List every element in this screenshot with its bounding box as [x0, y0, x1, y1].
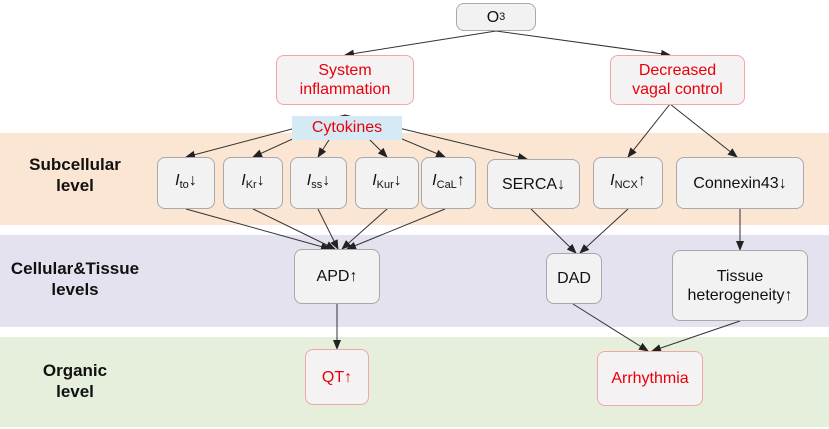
- arrhythmia-node: Arrhythmia: [597, 351, 703, 406]
- ical-node: ICaL↑: [421, 157, 476, 209]
- arrow-tissue-to-arrhythmia: [651, 320, 741, 352]
- cellular-label-line2: levels: [51, 280, 99, 299]
- incx-subscript: NCX: [614, 179, 638, 191]
- ical-arrow: ↑: [456, 172, 465, 189]
- arrow-ical-to-apd: [346, 208, 446, 250]
- organic-label-line2: level: [56, 382, 94, 401]
- ikr-arrow: ↓: [256, 172, 265, 189]
- apd-node: APD↑: [294, 249, 380, 304]
- subcellular-level-label: Subcellular level: [0, 154, 150, 196]
- arrow-o3-to-inflammation: [344, 30, 497, 58]
- ito-arrow: ↓: [188, 172, 197, 189]
- ito-node: Ito↓: [157, 157, 215, 209]
- tissue-line1: Tissue: [716, 267, 764, 285]
- vagal-line1: Decreased: [638, 62, 717, 79]
- arrow-serca-to-dad: [530, 208, 577, 254]
- subcellular-label-line2: level: [56, 176, 94, 195]
- arrow-ito-to-apd: [185, 208, 331, 251]
- serca-node: SERCA↓: [487, 159, 580, 209]
- incx-symbol: I: [610, 172, 615, 189]
- arrow-ikr-to-apd: [252, 208, 336, 250]
- ikur-subscript: Kur: [376, 179, 394, 191]
- incx-node: INCX↑: [593, 157, 663, 209]
- qt-node: QT↑: [305, 349, 369, 405]
- inflammation-line1: System: [318, 62, 372, 79]
- o3-subscript: 3: [499, 10, 506, 23]
- inflammation-line2: inflammation: [299, 81, 391, 98]
- cytokines-label: Cytokines: [292, 116, 402, 140]
- o3-label: O: [486, 8, 500, 26]
- arrow-vagal-to-incx: [627, 103, 671, 158]
- system-inflammation-node: System inflammation: [276, 55, 414, 105]
- incx-arrow: ↑: [637, 172, 646, 189]
- ikur-symbol: I: [372, 172, 377, 189]
- arrow-ikur-to-apd: [341, 208, 388, 250]
- arrow-incx-to-dad: [579, 208, 629, 254]
- tissue-line2: heterogeneity↑: [687, 286, 793, 304]
- subcellular-label-line1: Subcellular: [29, 155, 121, 174]
- organic-level-label: Organic level: [0, 360, 150, 402]
- arrow-vagal-to-connexin: [669, 103, 738, 158]
- connexin43-node: Connexin43↓: [676, 157, 804, 209]
- iss-symbol: I: [306, 172, 312, 189]
- decreased-vagal-control-node: Decreased vagal control: [610, 55, 745, 105]
- ical-subscript: CaL: [436, 179, 457, 191]
- ikur-node: IKur↓: [355, 157, 419, 209]
- iss-arrow: ↓: [322, 172, 331, 189]
- ical-symbol: I: [432, 172, 437, 189]
- ikr-subscript: Kr: [245, 179, 257, 191]
- organic-label-line1: Organic: [42, 361, 108, 380]
- ito-symbol: I: [175, 172, 180, 189]
- ikr-symbol: I: [241, 172, 246, 189]
- iss-subscript: ss: [311, 179, 323, 191]
- arrow-iss-to-apd: [317, 208, 339, 250]
- vagal-line2: vagal control: [632, 81, 723, 98]
- arrow-dad-to-arrhythmia: [572, 303, 649, 352]
- arrow-o3-to-vagal: [495, 30, 671, 58]
- ikr-node: IKr↓: [223, 157, 283, 209]
- ikur-arrow: ↓: [393, 172, 402, 189]
- ito-subscript: to: [179, 179, 189, 191]
- cellular-tissue-level-label: Cellular&Tissue levels: [0, 258, 150, 300]
- iss-node: Iss↓: [290, 157, 347, 209]
- cellular-label-line1: Cellular&Tissue: [10, 259, 140, 278]
- dad-node: DAD: [546, 253, 602, 304]
